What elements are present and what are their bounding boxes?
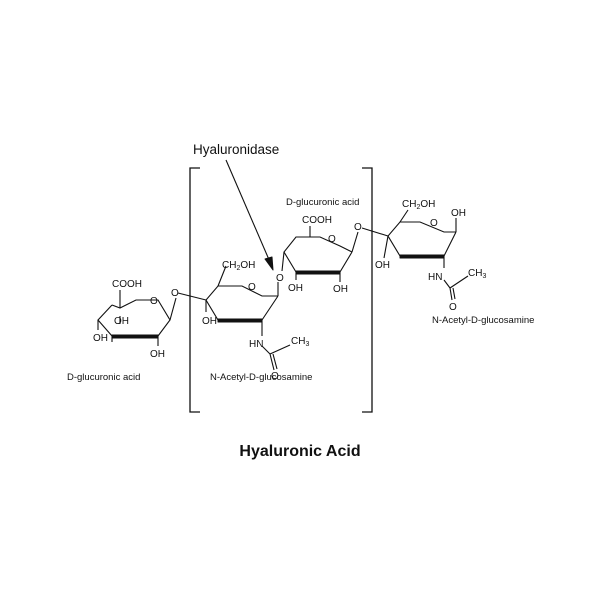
- cleavage-arrow-shaft: [225, 159, 271, 263]
- ch2oh-group-4: CH2OH: [402, 199, 435, 211]
- oh-group-3a: OH: [288, 283, 303, 294]
- nh-group-2: HN: [249, 339, 263, 350]
- ch3-group-2: CH3: [291, 336, 309, 348]
- cooh-group-3: COOH: [302, 215, 332, 226]
- ring-oxygen-2: O: [248, 282, 256, 293]
- residue-label-glcnac-right: N-Acetyl-D-glucosamine: [432, 315, 534, 326]
- ring-glucuronic-acid-left: [97, 290, 177, 346]
- ch3-group-4: CH3: [468, 268, 486, 280]
- ring-oxygen-3: O: [328, 234, 336, 245]
- ring-glucuronic-acid-middle: [281, 226, 359, 282]
- oh-group-1c: OH: [150, 349, 165, 360]
- left-bracket: [189, 167, 200, 413]
- glycosidic-oxygen-3: O: [354, 222, 362, 233]
- oh-group-1b: OH: [93, 333, 108, 344]
- glycosidic-oxygen-2: O: [276, 273, 284, 284]
- residue-label-glcnac-middle: N-Acetyl-D-glucosamine: [210, 372, 312, 383]
- right-bracket: [362, 167, 373, 413]
- oh-group-4b: OH: [375, 260, 390, 271]
- oh-group-1a: OH: [114, 316, 129, 327]
- ring-oxygen-4: O: [430, 218, 438, 229]
- carbonyl-oxygen-2: O: [271, 371, 279, 382]
- residue-label-glucuronic-acid-left: D-glucuronic acid: [67, 372, 140, 383]
- glycosidic-oxygen-1: O: [171, 288, 179, 299]
- oh-group-4a: OH: [451, 208, 466, 219]
- ring-glcnac-right: [361, 209, 469, 301]
- oh-group-3b: OH: [333, 284, 348, 295]
- ring-glcnac-middle: [177, 265, 291, 371]
- cleavage-arrow-head: [264, 256, 274, 271]
- carbonyl-oxygen-4: O: [449, 302, 457, 313]
- oh-group-2: OH: [202, 316, 217, 327]
- ring-oxygen-1: O: [150, 296, 158, 307]
- enzyme-label: Hyaluronidase: [193, 142, 279, 157]
- nh-group-4: HN: [428, 272, 442, 283]
- cooh-group-1: COOH: [112, 279, 142, 290]
- diagram-title: Hyaluronic Acid: [239, 443, 360, 460]
- ch2oh-group-2: CH2OH: [222, 260, 255, 272]
- residue-label-glucuronic-acid-middle: D-glucuronic acid: [286, 197, 359, 208]
